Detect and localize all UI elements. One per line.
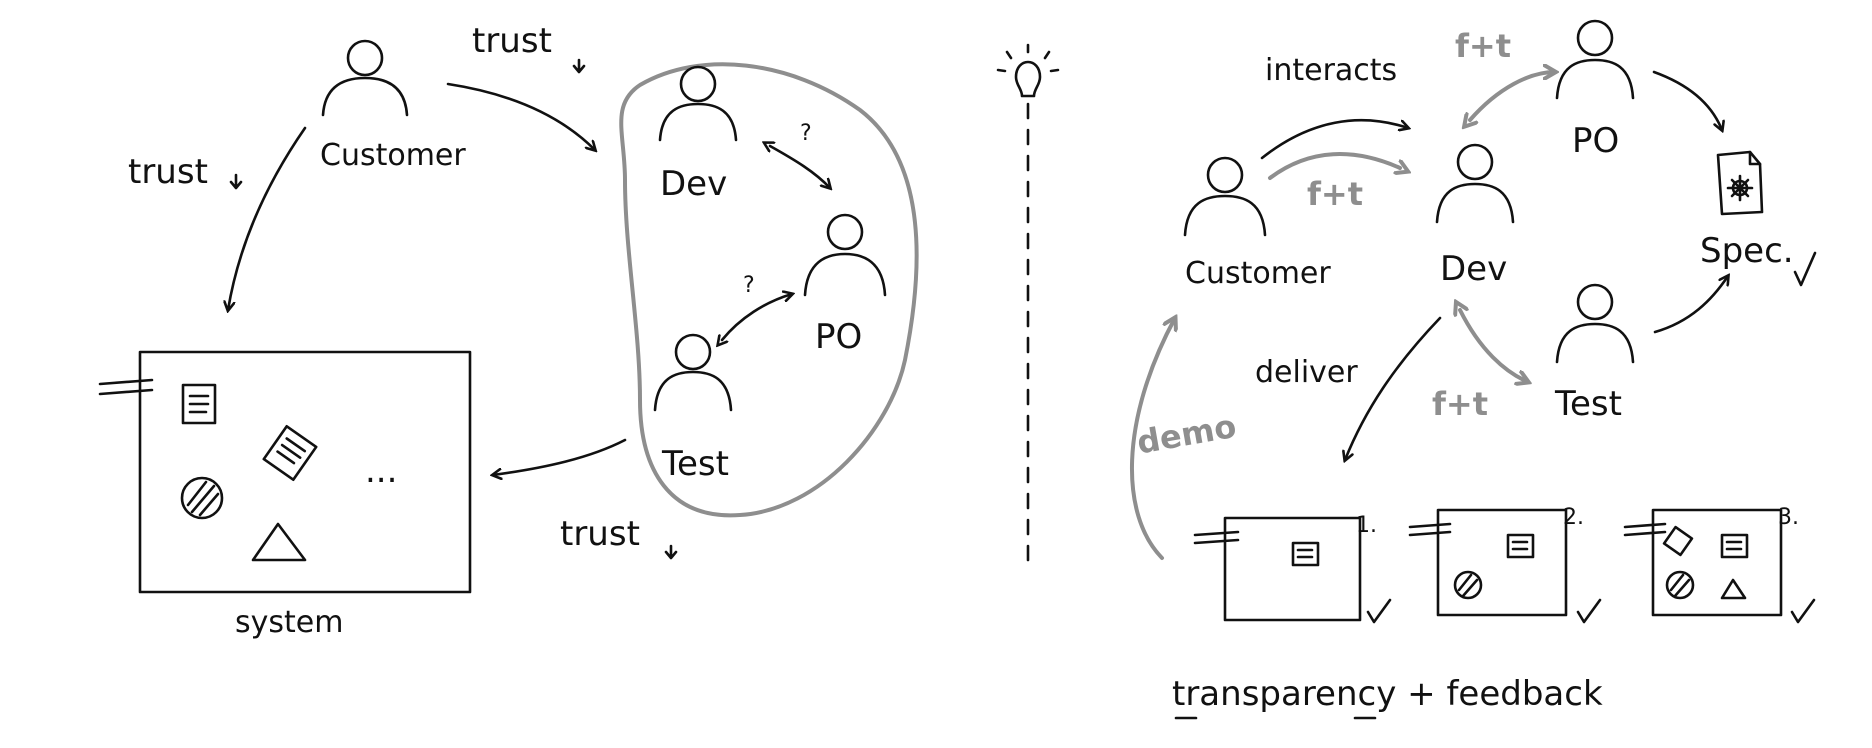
increment-1-number: 1. [1356,513,1377,538]
ft-arrow-po [1470,72,1555,120]
striped-circle-icon [180,476,224,520]
interacts-arrow [1260,118,1408,160]
increment-2-checkmark-icon [1576,598,1602,624]
dev-po-arrow [770,146,830,188]
document-icon [181,383,217,425]
document-tilted-icon [262,424,318,482]
system-label: system [235,605,343,640]
footer-caption: transparency + feedback [1172,674,1603,714]
customer-figure-left [321,39,409,117]
customer-label-left: Customer [320,138,466,173]
test-label-right: Test [1554,384,1622,424]
trust-arrow-customer-system [228,126,307,310]
increment-3-box [1623,508,1783,617]
test-po-arrow [722,294,792,340]
po-label-right: PO [1572,121,1619,161]
test-spec-arrow [1653,276,1728,334]
increment-2-box [1408,508,1568,617]
trust-label-customer-system: trust [128,152,208,192]
increment-3-checkmark-icon [1790,598,1816,624]
trust-arrow-team-system [493,438,627,475]
ft-label-customer: f+t [1307,175,1363,213]
system-stack-marks [98,378,154,396]
demo-arrow [1129,318,1175,560]
dev-figure-right [1435,143,1515,224]
trust-down-icon [664,544,678,560]
test-figure-left [653,333,733,412]
customer-label-right: Customer [1185,256,1331,291]
ft-arrow-customer [1268,152,1400,180]
customer-figure-right [1183,156,1267,237]
trust-label-team-system: trust [560,514,640,554]
spec-label: Spec. [1700,231,1794,271]
spec-document-icon [1716,150,1764,216]
trust-down-icon [572,58,586,74]
ft-arrow-test [1460,310,1528,382]
increment-3-number: 3. [1778,505,1799,530]
trust-arrow-customer-team [446,82,595,150]
dev-figure-left [658,65,738,142]
interacts-label: interacts [1265,53,1397,88]
system-ellipsis: ... [365,451,397,491]
trust-down-icon [229,173,243,190]
po-spec-arrow [1652,70,1722,130]
dev-label-right: Dev [1440,249,1507,289]
team-boundary [619,62,919,518]
question-test-po: ? [743,273,755,298]
trust-label-customer-team: trust [472,21,552,61]
po-figure-right [1555,19,1635,100]
increment-2-number: 2. [1563,505,1584,530]
ft-label-test: f+t [1432,385,1488,423]
increment-1-checkmark-icon [1366,598,1392,624]
ft-label-top: f+t [1455,27,1511,65]
spec-checkmark-icon [1793,251,1817,287]
po-figure-left [803,213,887,297]
lightbulb-icon [996,43,1060,98]
deliver-label: deliver [1255,355,1358,390]
deliver-arrow [1345,316,1442,460]
test-figure-right [1555,283,1635,364]
demo-label: demo [1134,407,1239,462]
increment-1-box [1193,516,1362,622]
question-dev-po: ? [800,121,812,146]
test-label-left: Test [661,444,729,484]
system-box [138,350,472,594]
dev-label-left: Dev [660,164,727,204]
triangle-icon [251,522,307,562]
po-label-left: PO [815,317,862,357]
